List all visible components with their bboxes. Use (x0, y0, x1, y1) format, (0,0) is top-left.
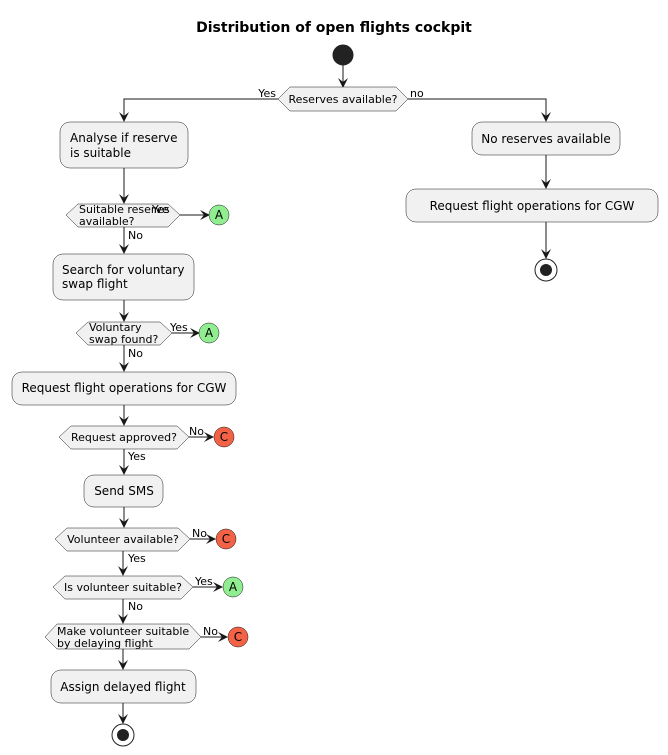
connector-a-label: A (215, 208, 224, 222)
action-analyse-line1: Analyse if reserve (70, 131, 178, 145)
branch-label-no: No (192, 527, 207, 540)
branch-label-yes: Yes (194, 575, 213, 588)
branch-label-no: no (410, 87, 424, 100)
connector-a-label: A (205, 326, 214, 340)
decision-reserves-label: Reserves available? (289, 93, 398, 106)
decision-suitable-line2: available? (79, 215, 135, 228)
decision-suitable-line1: Suitable reserve (79, 203, 169, 216)
decision-approved-label: Request approved? (71, 431, 177, 444)
connector-a (198, 322, 220, 344)
decision-swap-line2: swap found? (89, 333, 158, 346)
decision-volunteer-suitable-label: Is volunteer suitable? (64, 581, 182, 594)
branch-label-no: No (128, 600, 143, 613)
action-assign-delayed-label: Assign delayed flight (60, 680, 186, 694)
decision-volunteer-available-label: Volunteer available? (67, 533, 179, 546)
action-no-reserves-label: No reserves available (481, 132, 610, 146)
stop-node-inner (540, 264, 552, 276)
connector-c-label: C (220, 430, 228, 444)
edge-yes-branch (119, 98, 278, 122)
connector-c (215, 528, 237, 550)
connector-c (227, 626, 249, 648)
action-search-line1: Search for voluntary (62, 263, 184, 277)
connector-a-label: A (229, 580, 238, 594)
decision-delay-line1: Make volunteer suitable (57, 625, 189, 638)
action-analyse-reserve (59, 121, 189, 169)
branch-label-yes: Yes (127, 450, 146, 463)
branch-label-yes: Yes (151, 203, 170, 216)
decision-delay-line2: by delaying flight (57, 637, 153, 650)
decision-swap-line1: Voluntary (89, 321, 142, 334)
stop-node-inner (117, 729, 129, 741)
action-request-cgw-right (405, 188, 659, 223)
action-request-cgw-right-label: Request flight operations for CGW (430, 199, 635, 213)
branch-label-no: No (128, 229, 143, 242)
branch-label-no: No (128, 347, 143, 360)
edge-no-branch (408, 98, 551, 122)
action-request-cgw-left-label: Request flight operations for CGW (22, 381, 227, 395)
connector-c-label: C (234, 630, 242, 644)
action-send-sms-label: Send SMS (94, 484, 154, 498)
action-analyse-line2: is suitable (70, 146, 131, 160)
connector-c (213, 426, 235, 448)
start-node (332, 44, 354, 66)
connector-a (222, 576, 244, 598)
branch-label-yes: Yes (127, 552, 146, 565)
branch-label-yes: Yes (257, 87, 276, 100)
branch-label-no: No (189, 425, 204, 438)
diagram-title: Distribution of open flights cockpit (196, 20, 472, 36)
connector-c-label: C (222, 532, 230, 546)
connector-a (208, 204, 230, 226)
action-search-line2: swap flight (62, 277, 128, 291)
branch-label-yes: Yes (169, 321, 188, 334)
branch-label-no: No (203, 625, 218, 638)
